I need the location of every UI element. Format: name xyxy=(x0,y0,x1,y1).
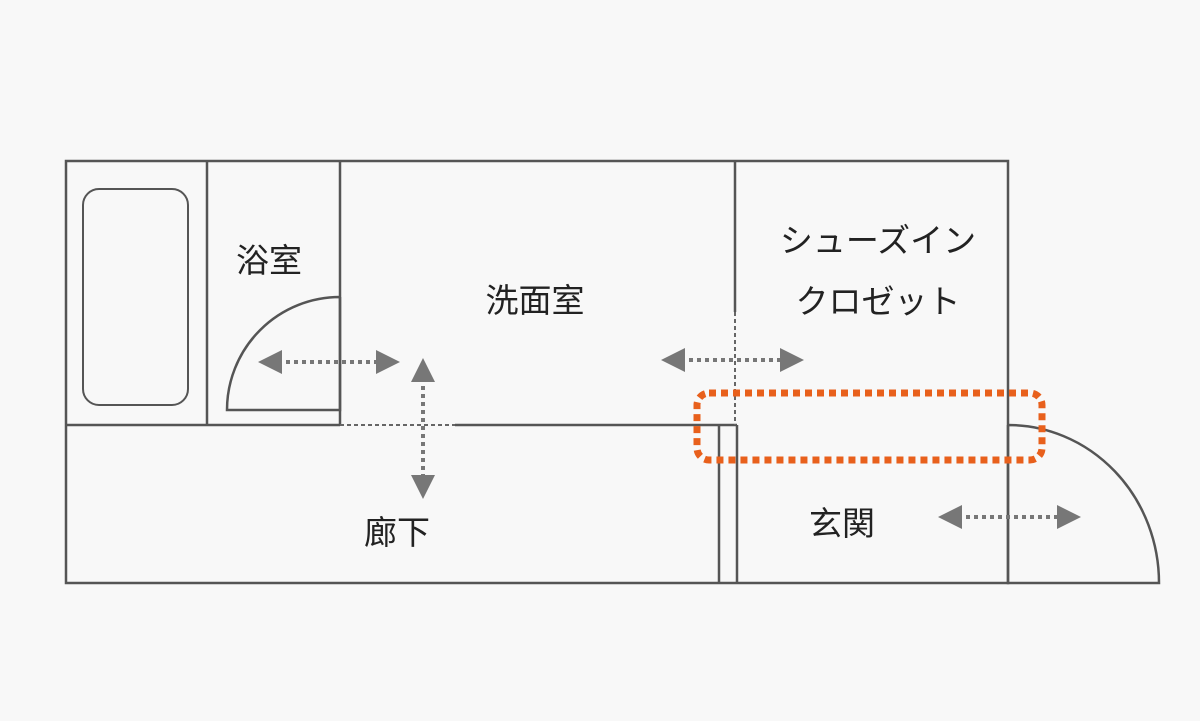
entrance-door xyxy=(1006,423,1161,585)
label-shoe-closet-line1: シューズイン xyxy=(780,221,976,260)
bathtub-icon xyxy=(82,188,189,406)
bathroom-door xyxy=(225,295,342,412)
label-entrance: 玄関 xyxy=(809,504,875,543)
label-hallway: 廊下 xyxy=(364,513,430,552)
highlight-area xyxy=(693,389,1046,464)
label-shoe-closet-line2: クロゼット xyxy=(796,282,961,321)
label-washroom: 洗面室 xyxy=(486,281,585,320)
label-bathroom: 浴室 xyxy=(236,241,302,280)
